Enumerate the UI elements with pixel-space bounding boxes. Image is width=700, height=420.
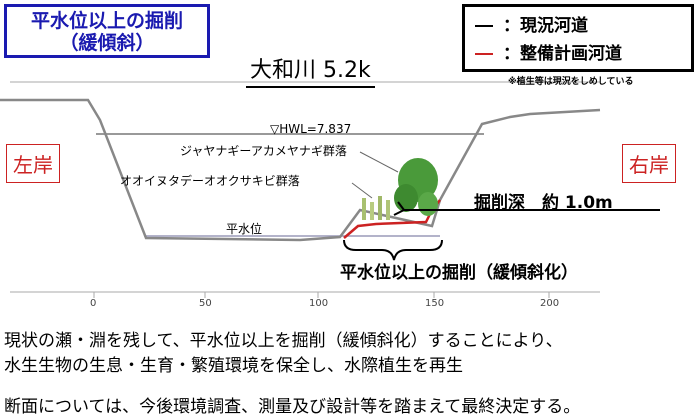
hwl-label: ▽HWL=7.837 (270, 122, 352, 136)
vegetation-upper-label: ジャヤナギーアカメヤナギ群落 (180, 144, 347, 158)
title-box: 平水位以上の掘削 （緩傾斜） (4, 4, 210, 58)
legend-current-line (475, 25, 493, 27)
axis-tick-200: 200 (540, 298, 560, 309)
legend-box: ：現況河道 ：整備計画河道 (462, 4, 694, 72)
axis-tick-50: 50 (199, 298, 212, 309)
title-line1: 平水位以上の掘削 (30, 10, 183, 32)
normal-water-label: 平水位 (226, 222, 263, 236)
description-line1: 現状の瀬・淵を残して、平水位以上を掘削（緩傾斜化）することにより、 (4, 331, 563, 351)
legend-plan-line (475, 53, 493, 55)
legend-plan: ：整備計画河道 (475, 39, 622, 64)
legend-current: ：現況河道 (475, 11, 588, 36)
current-profile (0, 98, 601, 242)
river-name: 大和川 5.2k (246, 52, 375, 88)
bank-left: 左岸 (6, 144, 60, 183)
legend-plan-label: ：整備計画河道 (503, 44, 622, 64)
axis-tick-0: 0 (90, 298, 97, 309)
axis-ticks (93, 292, 550, 298)
vegetation-lower-label: オオイヌタデーオオクサキビ群落 (120, 174, 300, 188)
dig-depth-arrow (393, 201, 405, 216)
bank-right: 右岸 (622, 144, 676, 183)
dig-brace (343, 239, 443, 261)
dig-depth-label: 掘削深 約 1.0m (474, 193, 613, 213)
dig-label: 平水位以上の掘削（緩傾斜化） (340, 263, 578, 283)
legend-current-label: ：現況河道 (503, 16, 588, 36)
leader-upper (359, 151, 399, 173)
axis-tick-150: 150 (425, 298, 445, 309)
legend-note: ※植生等は現況をしめしている (508, 77, 634, 87)
leader-lower (351, 182, 373, 199)
description-line3: 断面については、今後環境調査、測量及び設計等を踏まえて最終決定する。 (4, 397, 581, 417)
title-line2: （緩傾斜） (59, 32, 155, 54)
description-line2: 水生生物の生息・生育・繁殖環境を保全し、水際植生を再生 (4, 356, 463, 376)
axis-tick-100: 100 (309, 298, 329, 309)
